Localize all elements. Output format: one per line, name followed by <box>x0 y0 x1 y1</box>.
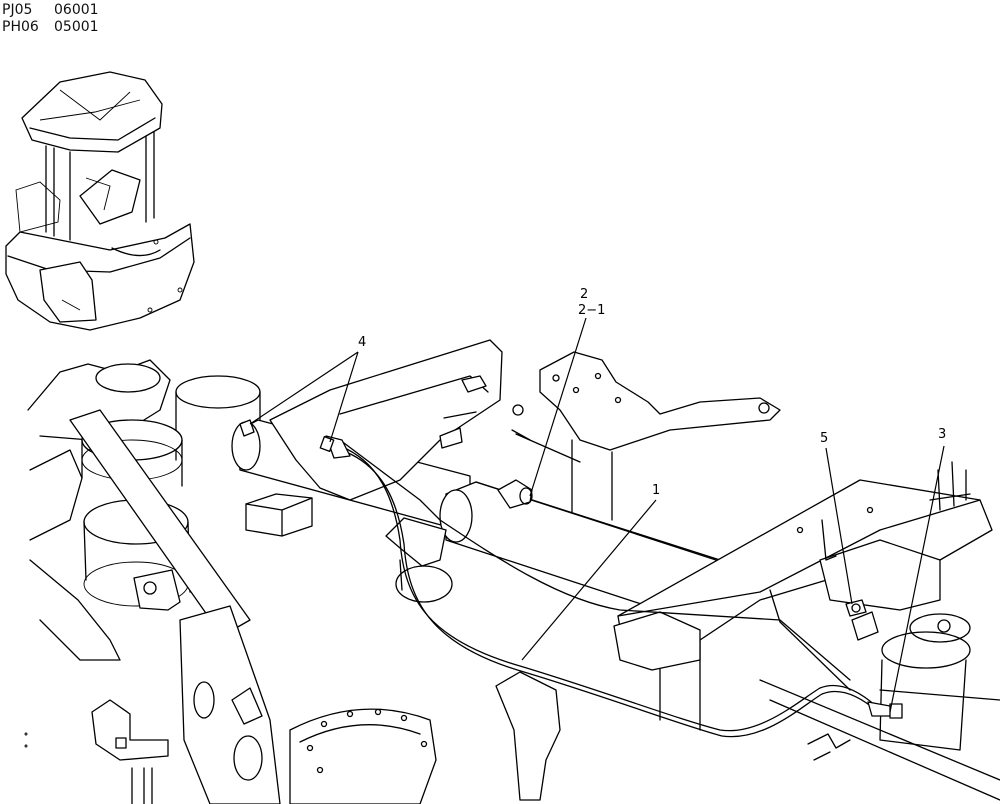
leader-1 <box>521 499 657 661</box>
callout-5: 5 <box>820 431 828 446</box>
serial-number: 05001 <box>54 19 99 35</box>
fitting-3 <box>867 701 903 719</box>
fitting-5 <box>845 599 867 617</box>
serial-code-block: PJ05 06001 PH06 05001 <box>2 2 99 36</box>
callout-1: 1 <box>652 483 660 498</box>
callout-4: 4 <box>358 335 366 350</box>
serial-number: 06001 <box>54 2 99 18</box>
model-code: PH06 <box>2 19 39 35</box>
hose-routing <box>239 419 903 738</box>
callout-3: 3 <box>938 427 946 442</box>
leader-3 <box>889 445 945 713</box>
leader-2 <box>529 317 587 497</box>
leader-5 <box>825 447 853 605</box>
callout-group: 2 2−1 4 1 5 3 <box>249 287 946 713</box>
margin-mark <box>24 732 28 736</box>
leader-4a <box>249 351 359 425</box>
model-code: PJ05 <box>2 2 33 18</box>
leader-4b <box>329 351 359 443</box>
callout-2: 2 <box>580 287 588 302</box>
serial-code-row: PH06 05001 <box>2 19 99 36</box>
frame-assembly <box>27 339 1000 804</box>
overview-inset <box>5 71 195 331</box>
serial-code-row: PJ05 06001 <box>2 2 99 19</box>
callout-2-1: 2−1 <box>578 303 605 318</box>
margin-mark <box>24 744 28 748</box>
